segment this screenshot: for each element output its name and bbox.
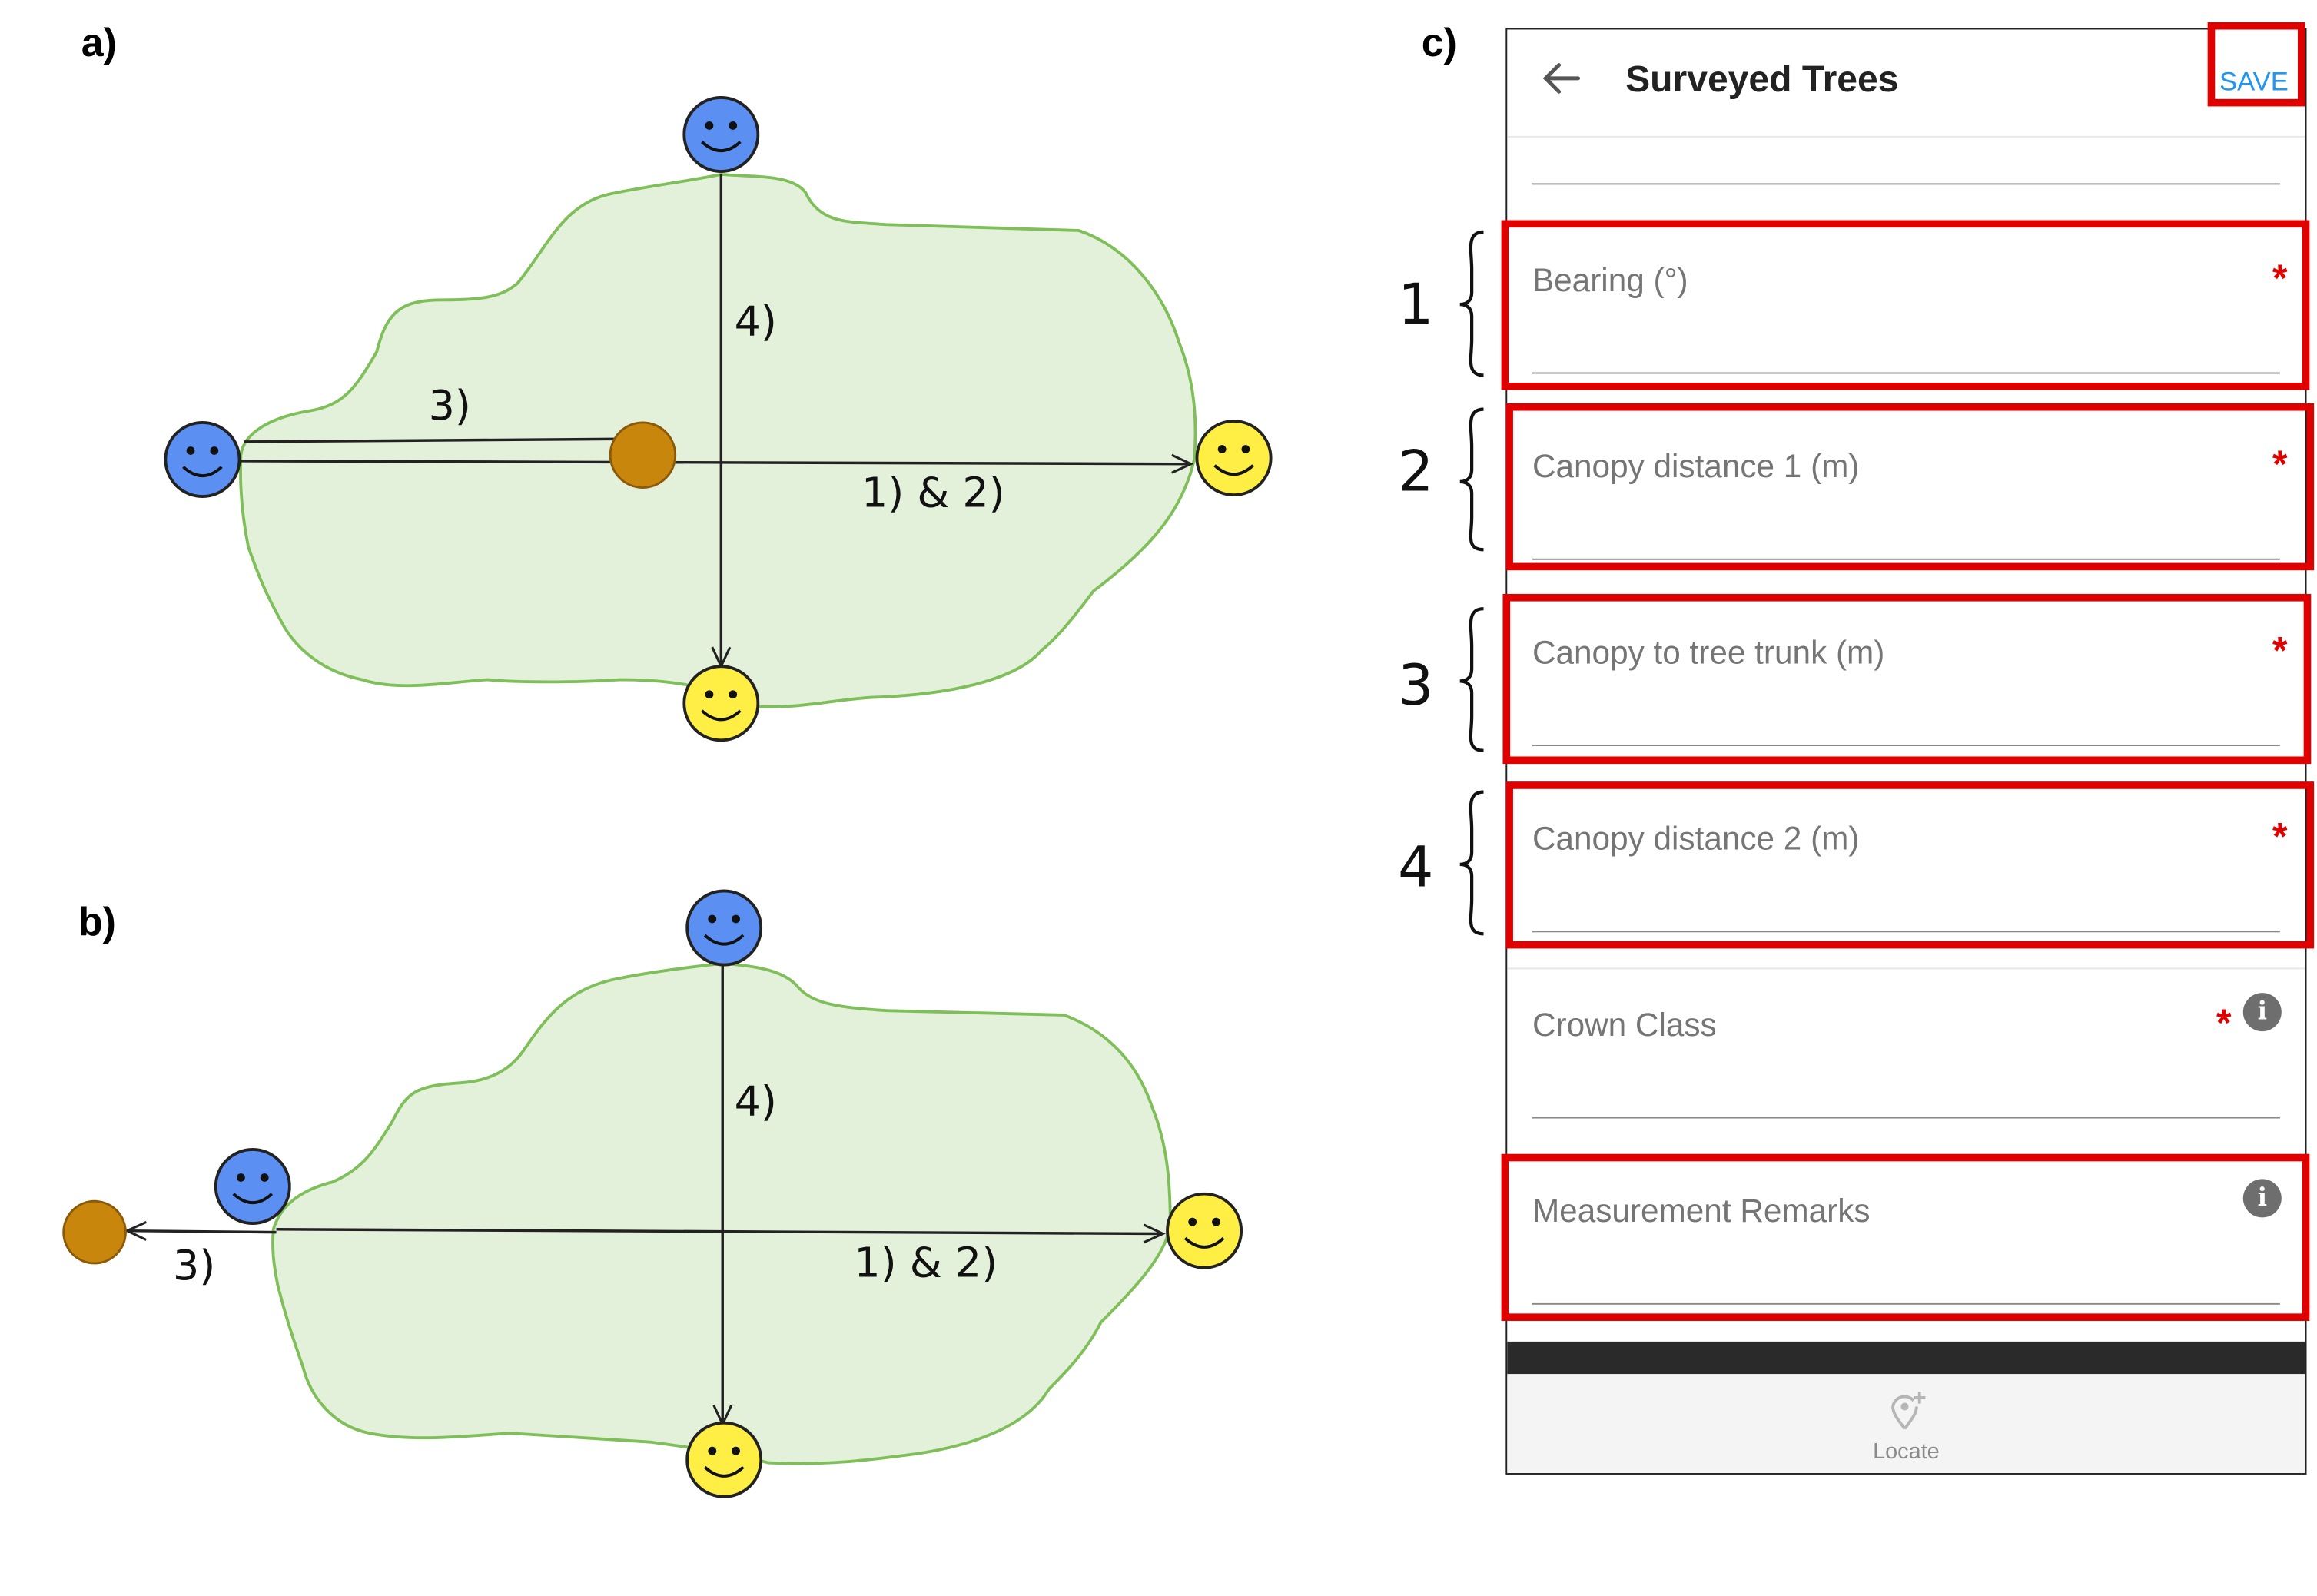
observer-smiley-b-right [1166, 1192, 1243, 1269]
field-underline [1532, 558, 2280, 560]
location-pin-icon [1891, 1392, 1926, 1430]
field-underline [1532, 931, 2280, 933]
observer-smiley-a-left [164, 420, 241, 498]
panel-label-a: a) [81, 20, 117, 65]
bracket-3 [1459, 607, 1484, 752]
info-icon[interactable]: i [2242, 1179, 2282, 1218]
save-button[interactable]: SAVE [2219, 66, 2289, 96]
label-b-3: 3) [173, 1241, 215, 1289]
field-underline [1532, 1302, 2280, 1305]
divider [1507, 135, 2305, 138]
diagram-a: 3) 4) 1) & 2) [164, 95, 1273, 742]
observer-smiley-a-bottom [682, 665, 760, 742]
label-b-1-2: 1) & 2) [854, 1238, 998, 1286]
page-title: Surveyed Trees [1625, 58, 1899, 101]
bracket-number-3: 3 [1398, 653, 1433, 718]
bottom-nav: Locate [1507, 1374, 2305, 1474]
back-arrow-icon[interactable] [1540, 56, 1585, 101]
bottom-divider-bar [1507, 1341, 2305, 1375]
prior-field-underline [1532, 183, 2280, 185]
field-bearing[interactable]: Bearing (°) * [1507, 244, 2305, 430]
label-a-4: 4) [735, 297, 777, 345]
bracket-1 [1459, 230, 1484, 377]
bracket-number-1: 1 [1398, 272, 1433, 337]
required-asterisk-icon: * [2216, 1000, 2232, 1045]
arrow-a-1-2 [241, 453, 1194, 474]
info-icon[interactable]: i [2242, 993, 2282, 1032]
highlight-box-canopy-distance-2 [1505, 781, 2315, 949]
label-b-4: 4) [735, 1077, 777, 1126]
divider [1507, 967, 2305, 970]
app-bar: Surveyed Trees SAVE [1507, 29, 2305, 135]
field-brackets: 1 2 3 4 [1398, 230, 1484, 936]
label-a-3: 3) [429, 381, 471, 430]
highlight-box-remarks [1501, 1153, 2310, 1321]
observer-smiley-a-right [1195, 420, 1273, 497]
highlight-box-canopy-to-trunk [1502, 593, 2312, 765]
observer-smiley-a-top [682, 95, 760, 173]
observer-smiley-b-bottom [685, 1421, 763, 1498]
panel-label-b: b) [78, 899, 116, 944]
required-asterisk-icon: * [2272, 441, 2288, 486]
highlight-box-bearing [1501, 220, 2310, 390]
field-canopy-distance-2[interactable]: Canopy distance 2 (m) * [1507, 802, 2305, 988]
bracket-2 [1459, 407, 1484, 552]
required-asterisk-icon: * [2272, 255, 2288, 300]
field-underline [1532, 1117, 2280, 1119]
field-canopy-distance-1[interactable]: Canopy distance 1 (m) * [1507, 430, 2305, 616]
required-asterisk-icon: * [2272, 814, 2288, 859]
field-label: Measurement Remarks [1532, 1192, 1871, 1229]
canopy-diagrams: 3) 4) 1) & 2) 3) 4) 1) & 2) [62, 95, 1273, 1498]
arrow-a-3 [244, 429, 643, 450]
locate-label: Locate [1873, 1438, 1940, 1465]
tree-trunk-b [62, 1199, 127, 1265]
arrow-b-3 [124, 1221, 277, 1241]
bracket-number-4: 4 [1398, 835, 1433, 901]
locate-button[interactable]: Locate [1507, 1374, 2305, 1473]
field-crown-class[interactable]: Crown Class * i [1507, 988, 2305, 1174]
field-label: Canopy distance 2 (m) [1532, 820, 1860, 858]
field-canopy-to-tree-trunk[interactable]: Canopy to tree trunk (m) * [1507, 616, 2305, 802]
highlight-box-canopy-distance-1 [1505, 403, 2315, 571]
diagram-b: 3) 4) 1) & 2) [62, 889, 1243, 1498]
highlight-box-save [2207, 22, 2305, 107]
label-a-1-2: 1) & 2) [861, 469, 1005, 517]
field-label: Canopy distance 1 (m) [1532, 447, 1860, 485]
required-asterisk-icon: * [2272, 628, 2288, 672]
field-underline [1532, 745, 2280, 747]
field-underline [1532, 372, 2280, 374]
bracket-number-2: 2 [1398, 439, 1433, 504]
field-label: Crown Class [1532, 1006, 1717, 1044]
arrow-b-1-2 [276, 1223, 1166, 1244]
tree-trunk-a [609, 421, 677, 489]
observer-smiley-b-top [685, 889, 763, 967]
observer-smiley-b-left [214, 1148, 291, 1226]
field-label: Canopy to tree trunk (m) [1532, 633, 1885, 671]
bracket-4 [1459, 790, 1484, 936]
panel-label-c: c) [1421, 20, 1457, 65]
field-measurement-remarks[interactable]: Measurement Remarks i [1507, 1175, 2305, 1361]
survey-form-screen: Surveyed Trees SAVE Bearing (°) * Canopy… [1505, 28, 2307, 1475]
field-label: Bearing (°) [1532, 261, 1688, 299]
